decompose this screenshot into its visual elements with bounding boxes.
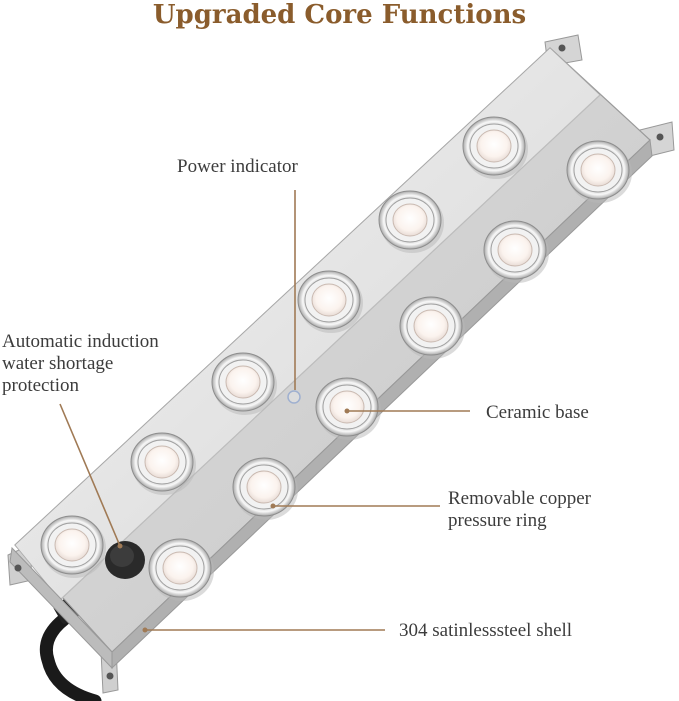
- nozzle-3: [211, 352, 277, 415]
- nozzle-6: [462, 116, 528, 179]
- callout-copper-ring-line2: pressure ring: [448, 510, 547, 531]
- nozzle-group: [40, 116, 632, 601]
- callout-power-indicator: Power indicator: [177, 156, 298, 177]
- callout-copper-ring: Removable copper pressure ring: [448, 488, 591, 532]
- nozzle-4: [297, 270, 363, 333]
- callout-dots: [117, 408, 350, 633]
- nozzle-2: [130, 432, 196, 495]
- callout-shell: 304 satinlesssteel shell: [399, 620, 573, 641]
- callout-water-protection-line2: water shortage: [2, 353, 114, 374]
- nozzle-8: [232, 457, 298, 520]
- callout-copper-ring-line1: Removable copper: [448, 488, 591, 509]
- water-sensor-knob-icon: [105, 541, 145, 579]
- nozzle-5: [378, 190, 444, 253]
- page-title: Upgraded Core Functions: [152, 0, 527, 30]
- nozzle-12: [566, 140, 632, 203]
- nozzle-1: [40, 515, 106, 578]
- nozzle-9: [315, 377, 381, 440]
- callout-leaders: [59, 190, 470, 631]
- nozzle-7: [148, 538, 214, 601]
- callout-water-protection-line3: protection: [2, 375, 80, 396]
- callout-water-protection: Automatic induction water shortage prote…: [2, 331, 159, 397]
- callout-water-protection-line1: Automatic induction: [2, 331, 159, 352]
- callout-ceramic-base: Ceramic base: [486, 402, 589, 423]
- power-indicator-led: [287, 390, 301, 404]
- nozzle-11: [483, 220, 549, 283]
- nozzle-10: [399, 296, 465, 359]
